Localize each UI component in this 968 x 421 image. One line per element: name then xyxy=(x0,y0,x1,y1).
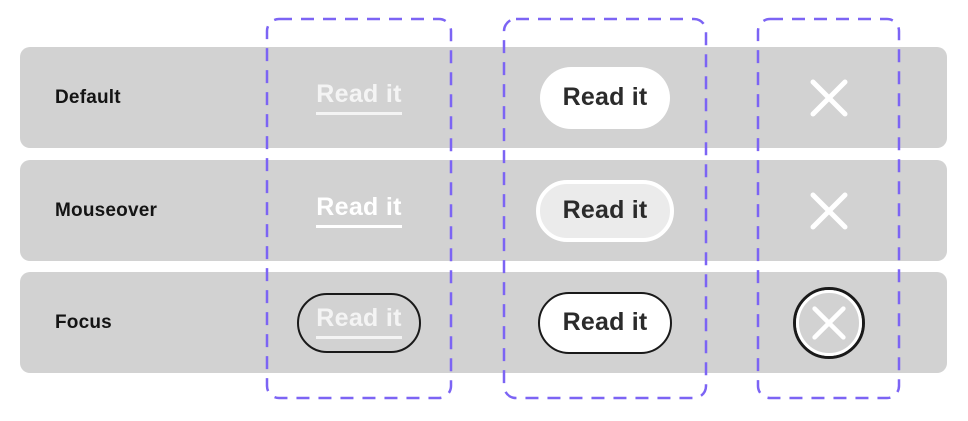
close-button[interactable] xyxy=(809,78,849,118)
state-label: Mouseover xyxy=(55,199,158,221)
link-cell: Read it xyxy=(266,160,452,261)
link-cell: Read it xyxy=(266,47,452,148)
close-focus-ring xyxy=(792,286,865,359)
close-cell xyxy=(757,160,900,261)
close-icon xyxy=(811,305,846,340)
read-it-link[interactable]: Read it xyxy=(316,80,402,115)
close-icon xyxy=(810,79,847,116)
state-label: Default xyxy=(55,86,121,108)
read-it-button[interactable]: Read it xyxy=(539,66,671,129)
read-it-link[interactable]: Read it xyxy=(316,193,402,228)
link-focus-ring: Read it xyxy=(297,292,421,353)
close-cell xyxy=(757,272,900,373)
state-row-focus: Focus Read it Read it xyxy=(20,272,947,373)
read-it-button[interactable]: Read it xyxy=(537,291,673,354)
state-row-mouseover: Mouseover Read it Read it xyxy=(20,160,947,261)
button-cell: Read it xyxy=(503,272,707,373)
button-cell: Read it xyxy=(503,47,707,148)
state-row-default: Default Read it Read it xyxy=(20,47,947,148)
close-cell xyxy=(757,47,900,148)
state-label: Focus xyxy=(55,311,112,333)
close-icon xyxy=(810,192,847,229)
close-button[interactable] xyxy=(809,191,849,231)
read-it-link[interactable]: Read it xyxy=(316,304,402,339)
read-it-button[interactable]: Read it xyxy=(535,179,675,242)
button-cell: Read it xyxy=(503,160,707,261)
link-cell: Read it xyxy=(266,272,452,373)
close-button[interactable] xyxy=(792,286,865,359)
